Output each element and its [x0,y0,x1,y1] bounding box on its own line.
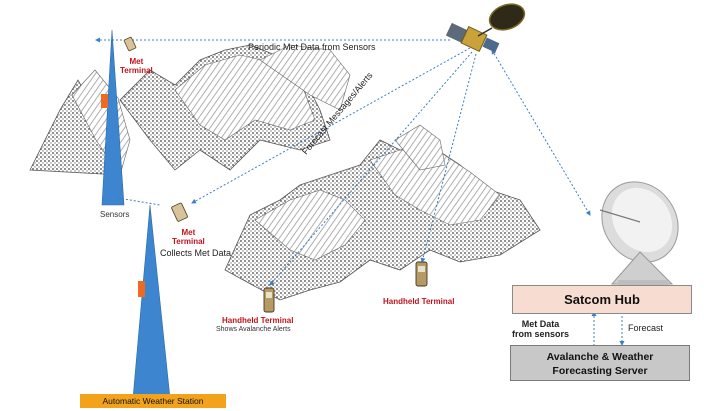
handheld-terminal-left-icon [263,287,275,313]
hub-connectors [591,311,625,346]
satellite-to-met-mid-line [191,47,471,204]
forecast-label: Forecast [628,323,664,333]
weather-tower-bottom [132,204,171,399]
handheld-terminal-right-label: Handheld Terminal [383,297,455,306]
weather-tower-top [101,29,125,206]
collects-met-data-label: Collects Met Data [160,248,232,258]
tower-sensor-box [101,94,108,108]
sensors-link-line [117,197,161,206]
weather-station-label: Automatic Weather Station [80,394,226,408]
satcom-hub-box: Satcom Hub [512,285,692,314]
mountain-range-center [224,124,541,301]
satellite-icon [445,3,526,53]
periodic-link-label: Periodic Met Data from Sensors [248,42,376,52]
tower-sensor-box [138,281,145,297]
link-lines [95,37,591,286]
handheld-terminal-left-caption: Shows Avalanche Alerts [216,326,291,333]
met-terminal-top-icon [123,36,137,52]
satellite-to-handheld-left-line [269,51,473,286]
met-terminal-mid-icon [171,202,188,222]
satellite-dish-icon [599,181,679,286]
handheld-terminal-left-label: Handheld Terminal [222,316,294,325]
satellite-to-hub-line [491,49,591,216]
sensors-label: Sensors [100,210,130,219]
handheld-terminal-right-icon [415,261,428,287]
mountain-range-left [29,44,351,176]
